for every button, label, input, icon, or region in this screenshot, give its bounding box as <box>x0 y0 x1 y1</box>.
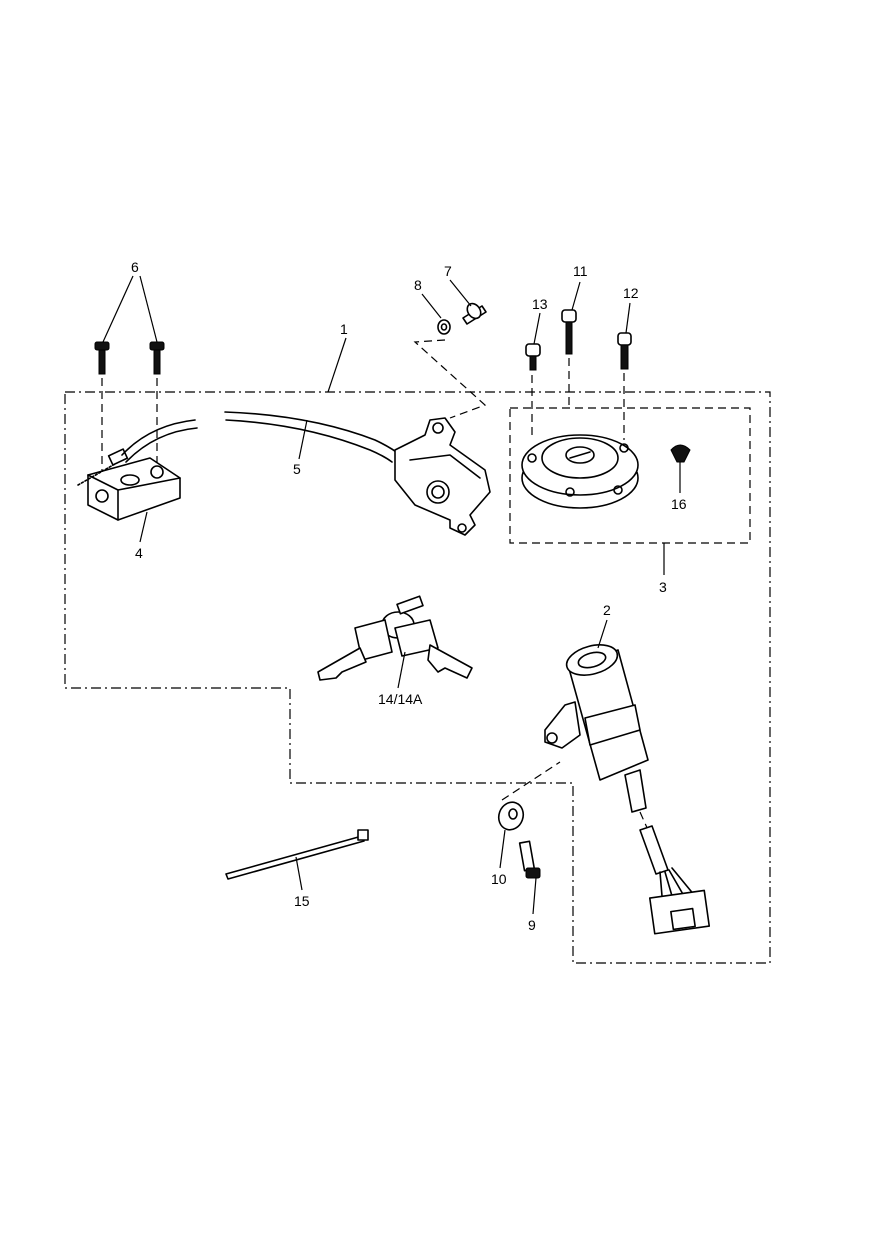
keys-14 <box>317 595 473 681</box>
callout-8: 8 <box>414 277 422 293</box>
callout-4: 4 <box>135 545 143 561</box>
connector-plug <box>639 825 711 935</box>
assembly-boundary-1 <box>64 391 771 964</box>
callout-12: 12 <box>623 285 639 301</box>
screw-12 <box>617 332 632 370</box>
callout-11: 11 <box>573 263 588 279</box>
callout-15: 15 <box>294 893 310 909</box>
callout-2: 2 <box>603 602 611 618</box>
bolt-9 <box>518 840 541 879</box>
callout-14-14a: 14/14A <box>378 691 423 707</box>
screw-11 <box>561 309 577 355</box>
washer-8 <box>437 319 451 335</box>
grommet-16 <box>670 444 691 463</box>
callout-3: 3 <box>659 579 667 595</box>
callout-10: 10 <box>491 871 507 887</box>
washer-10 <box>497 801 525 831</box>
pin-7 <box>462 302 487 325</box>
callout-13: 13 <box>532 296 548 312</box>
callout-7: 7 <box>444 263 452 279</box>
cable-tie-15 <box>225 829 369 880</box>
lock-housing-3 <box>521 434 639 509</box>
callout-9: 9 <box>528 917 536 933</box>
ignition-switch-2 <box>544 644 649 813</box>
subassembly-boundary-3 <box>509 407 751 544</box>
cable-assembly-5 <box>224 411 491 536</box>
screw-13 <box>525 343 541 371</box>
callout-6: 6 <box>131 259 139 275</box>
screw-6a <box>94 341 110 375</box>
callout-1: 1 <box>340 321 348 337</box>
screw-6b <box>149 341 165 375</box>
leader-lines <box>102 275 681 915</box>
sensor-switch-4 <box>77 419 198 521</box>
callout-16: 16 <box>671 496 687 512</box>
callout-5: 5 <box>293 461 301 477</box>
